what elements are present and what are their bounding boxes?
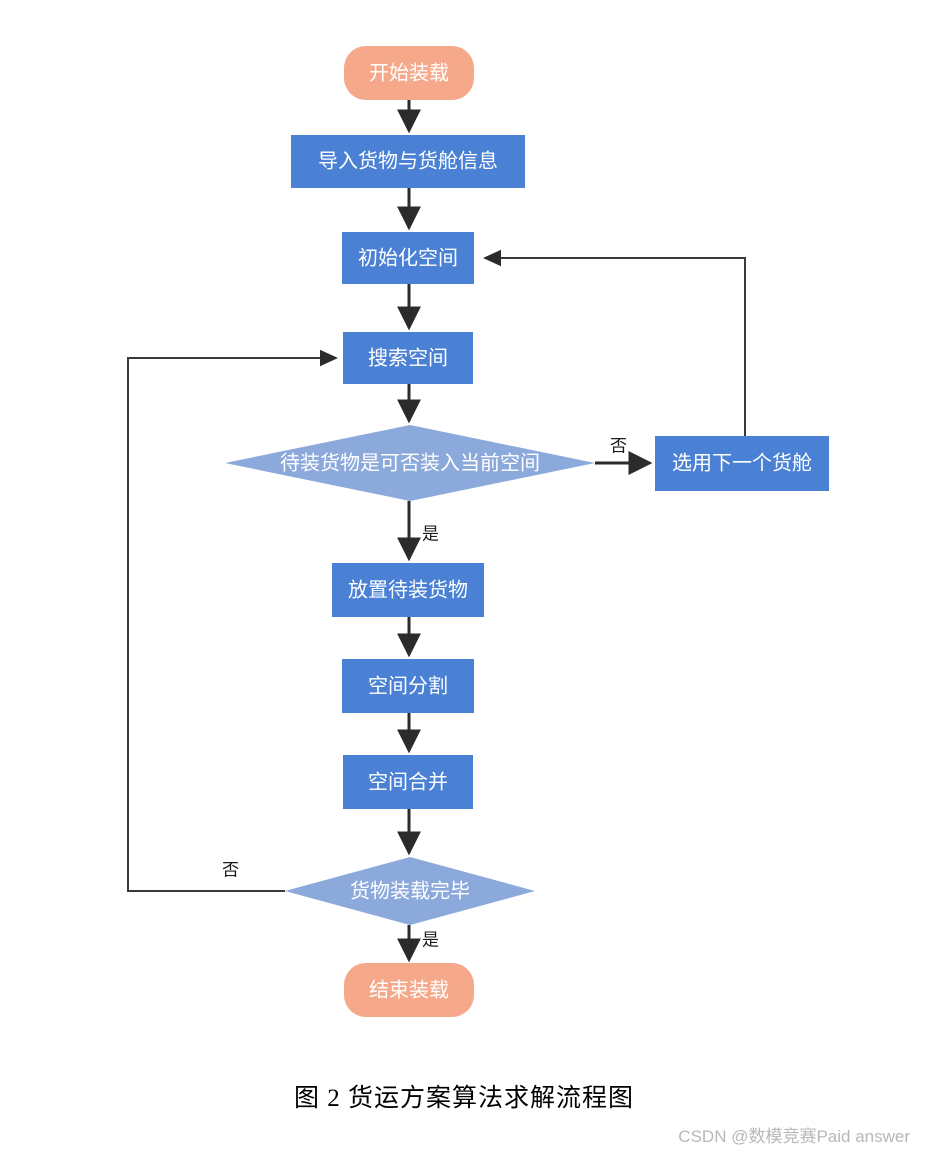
node-space-split-label: 空间分割: [368, 674, 448, 697]
edge-nexthold-to-init: [483, 249, 746, 436]
node-search[interactable]: 搜索空间: [343, 332, 473, 384]
branch-label-no-bottom: 否: [222, 860, 239, 879]
figure-caption: 图 2 货运方案算法求解流程图: [293, 1085, 634, 1112]
node-start[interactable]: 开始装载: [344, 46, 474, 100]
node-decision-can-fit[interactable]: 待装货物是可否装入当前空间: [225, 425, 595, 501]
node-import[interactable]: 导入货物与货舱信息: [291, 135, 525, 188]
node-decision-all-loaded[interactable]: 货物装载完毕: [285, 857, 535, 925]
branch-label-yes-bottom: 是: [422, 930, 439, 949]
node-init[interactable]: 初始化空间: [342, 232, 474, 284]
branch-labels-layer: 否 是 否 是: [222, 436, 627, 949]
node-space-split[interactable]: 空间分割: [342, 659, 474, 713]
node-space-merge[interactable]: 空间合并: [343, 755, 473, 809]
edge-decision2-to-search: [127, 349, 338, 892]
csdn-watermark: CSDN @数模竞赛Paid answer: [678, 1127, 910, 1146]
node-decision-all-loaded-label: 货物装载完毕: [350, 879, 470, 902]
node-search-label: 搜索空间: [368, 346, 448, 369]
node-place-cargo-label: 放置待装货物: [348, 578, 468, 601]
branch-label-no-top: 否: [610, 436, 627, 455]
nodes-layer: 开始装载 导入货物与货舱信息 初始化空间 搜索空间 待装货物是可否装入当前空间: [225, 46, 829, 1017]
node-import-label: 导入货物与货舱信息: [318, 149, 498, 172]
node-decision-can-fit-label: 待装货物是可否装入当前空间: [280, 451, 540, 474]
node-start-label: 开始装载: [369, 61, 449, 84]
node-space-merge-label: 空间合并: [368, 770, 448, 793]
node-init-label: 初始化空间: [358, 246, 458, 269]
node-place-cargo[interactable]: 放置待装货物: [332, 563, 484, 617]
node-next-hold[interactable]: 选用下一个货舱: [655, 436, 829, 491]
node-end[interactable]: 结束装载: [344, 963, 474, 1017]
branch-label-yes-top: 是: [422, 524, 439, 543]
edges-layer: [127, 100, 746, 963]
node-next-hold-label: 选用下一个货舱: [672, 451, 812, 474]
node-end-label: 结束装载: [369, 978, 449, 1001]
